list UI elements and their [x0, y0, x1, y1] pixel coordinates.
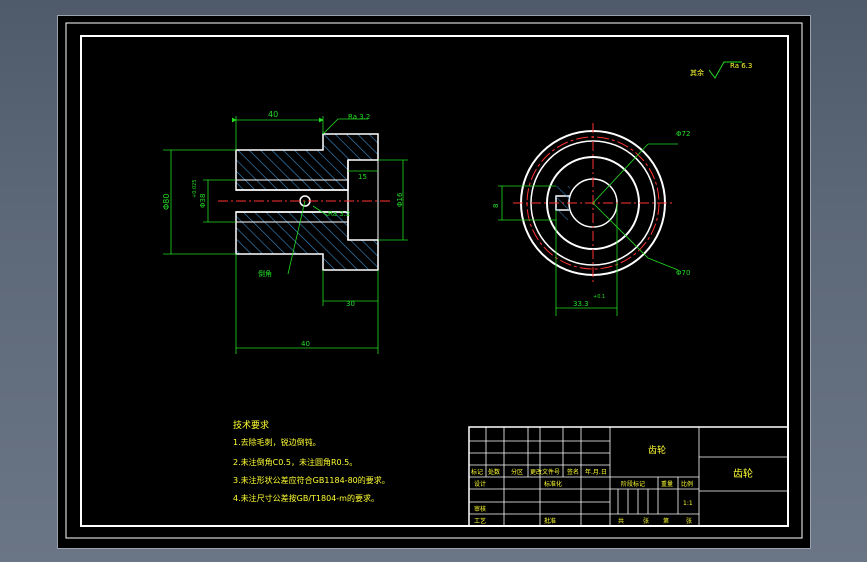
title-main: 齿轮	[733, 467, 753, 480]
roughness-default-prefix: 其余	[690, 68, 704, 77]
roughness-default: Ra 6.3	[730, 62, 752, 70]
tb-label: 处数	[488, 468, 500, 476]
section-upper	[235, 133, 379, 191]
section-view	[218, 133, 393, 271]
tb-stage-mark: 阶段标记	[621, 480, 645, 488]
tb-review: 审核	[474, 505, 486, 513]
tb-sheet2: 张	[686, 517, 692, 525]
notes-heading: 技术要求	[233, 419, 269, 431]
dim-hub-length: 30	[346, 300, 355, 308]
notes-item: 2.未注倒角C0.5，未注圆角R0.5。	[233, 457, 357, 467]
tb-scale: 1:1	[683, 500, 693, 507]
tb-approve: 批准	[544, 517, 556, 525]
tb-sheet-no: 第	[663, 517, 669, 525]
dim-overall-length: 40	[301, 340, 310, 348]
dim-key-width: 8	[492, 204, 500, 208]
title-block	[468, 426, 789, 527]
roughness-mark: Ra 3.2	[328, 210, 350, 218]
dim-outer-circle: Φ72	[676, 130, 690, 138]
tb-weight: 重量	[661, 480, 673, 488]
tb-label: 签名	[567, 468, 579, 476]
dim-top-width: 40	[268, 110, 278, 119]
tb-standardize: 标准化	[544, 480, 562, 488]
tb-ratio: 比例	[681, 480, 693, 488]
roughness-symbol-icon	[708, 61, 742, 79]
dim-key-tol: +0.1	[593, 294, 605, 300]
tb-process: 工艺	[474, 517, 486, 525]
notes-item: 4.未注尺寸公差按GB/T1804-m的要求。	[233, 493, 379, 503]
outer-frame	[65, 22, 803, 539]
roughness-mark: Ra 3.2	[348, 113, 370, 121]
dim-key-height: 33.3	[573, 300, 589, 308]
dim-chamfer: 倒角	[258, 269, 272, 278]
tb-label: 标记	[471, 468, 483, 476]
tb-sheet: 张	[643, 517, 649, 525]
tb-label: 分区	[511, 468, 523, 476]
section-lower	[235, 211, 379, 271]
inner-frame	[80, 35, 789, 527]
technical-notes: 技术要求 1.去除毛刺，锐边倒钝。 2.未注倒角C0.5，未注圆角R0.5。 3…	[233, 419, 390, 503]
dim-inner-height: Φ38	[199, 194, 207, 208]
dim-tolerance: +0.025	[192, 179, 198, 198]
dim-bore: Φ16	[396, 192, 404, 207]
end-view-dimensions	[498, 143, 679, 316]
notes-item: 3.未注形状公差应符合GB1184-80的要求。	[233, 475, 390, 485]
tb-sheet-total: 共	[618, 517, 624, 525]
tb-design: 设计	[474, 480, 486, 488]
dim-inner-circle: Φ70	[676, 269, 690, 277]
notes-item: 1.去除毛刺，锐边倒钝。	[233, 437, 321, 447]
tb-label: 年.月.日	[585, 468, 607, 476]
title-part-name: 齿轮	[648, 444, 666, 456]
section-dimensions	[163, 116, 408, 354]
dim-left-height: Φ80	[162, 194, 171, 210]
tb-label: 更改文件号	[530, 468, 560, 476]
dim-step: 15	[358, 173, 367, 181]
engineering-drawing: 其余 Ra 6.3 40 Φ80	[65, 22, 803, 539]
cad-viewport[interactable]: 其余 Ra 6.3 40 Φ80	[57, 15, 811, 549]
